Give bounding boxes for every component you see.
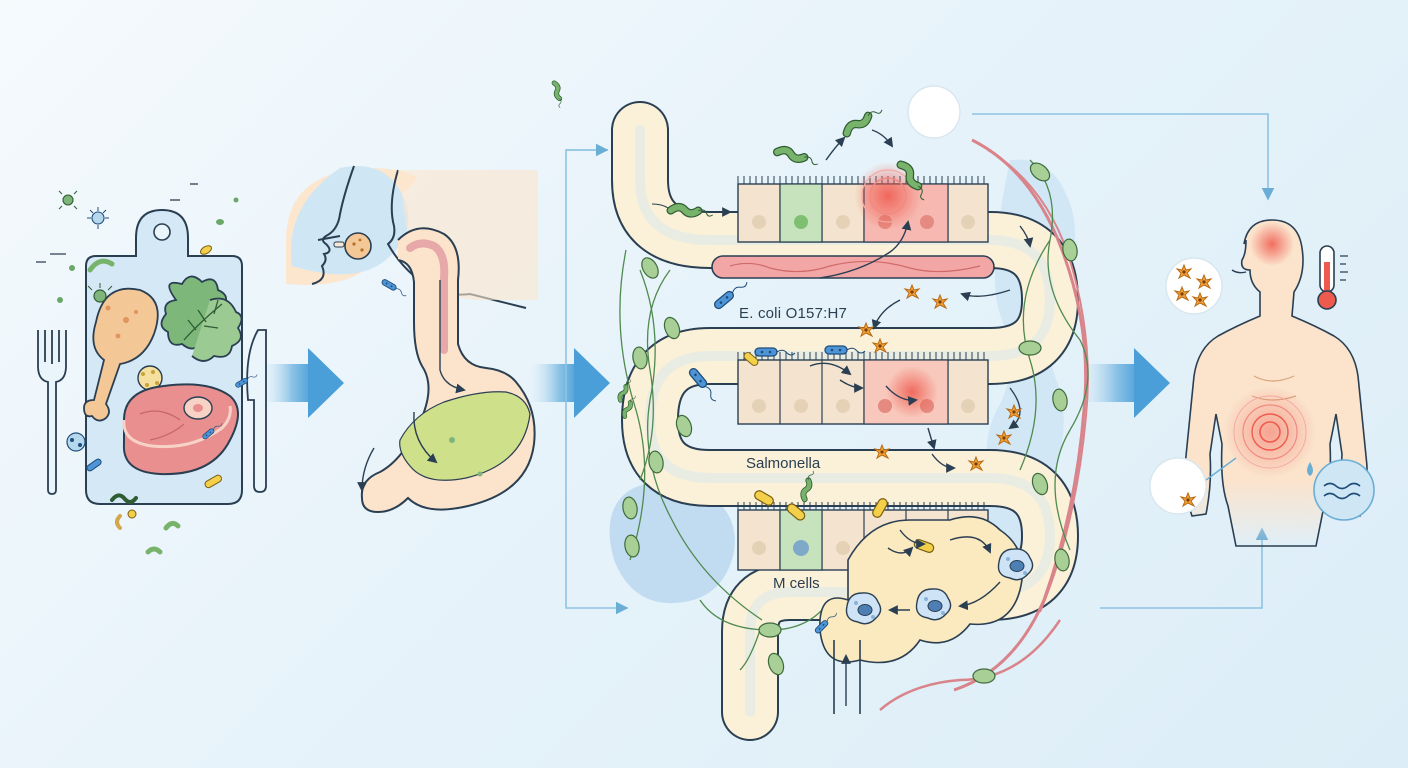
blood-vessel-icon [711, 138, 1089, 711]
pathogen-badge [813, 457, 1237, 635]
bacteria-cluster-icon [137, 365, 163, 391]
ecoli-label: E. coli O157:H7 [739, 305, 848, 322]
epithelium-row-2 [737, 352, 989, 425]
abdominal-pain-icon [1224, 386, 1316, 478]
m-cells-label: M cells [773, 575, 820, 592]
water-loss-icon [1307, 459, 1375, 521]
flow-arrow-3 [1080, 348, 1170, 418]
bacteria-icon [36, 183, 239, 555]
intestine-panel [609, 0, 1089, 741]
macrophage-icon [915, 588, 952, 621]
flow-arrow-1 [262, 348, 344, 418]
fork-icon [37, 330, 67, 495]
macrophage-icon [997, 548, 1034, 581]
mouth-eating-icon [286, 165, 538, 309]
pathogens [651, 0, 936, 555]
flow-arrow-2 [530, 348, 610, 418]
symptoms-panel [813, 219, 1375, 635]
lettuce-icon [160, 275, 243, 362]
pathway-arrows [708, 129, 1034, 549]
steak-icon [122, 383, 239, 476]
ingestion-panel [201, 83, 656, 514]
chicken-drumstick-icon [83, 283, 159, 422]
intestine-icon [611, 101, 1079, 741]
peyers-patch [819, 515, 1034, 714]
food-panel [36, 183, 267, 555]
thermometer-icon [1317, 245, 1348, 310]
stomach-icon [201, 83, 656, 514]
connector-lines [565, 113, 1275, 615]
knife-icon [246, 329, 267, 493]
toxin-badge [1165, 257, 1223, 315]
macrophage-icon [845, 592, 882, 625]
bacteria-badge [616, 85, 961, 417]
salmonella-label: Salmonella [746, 455, 821, 472]
epithelium-row-1 [737, 162, 989, 243]
